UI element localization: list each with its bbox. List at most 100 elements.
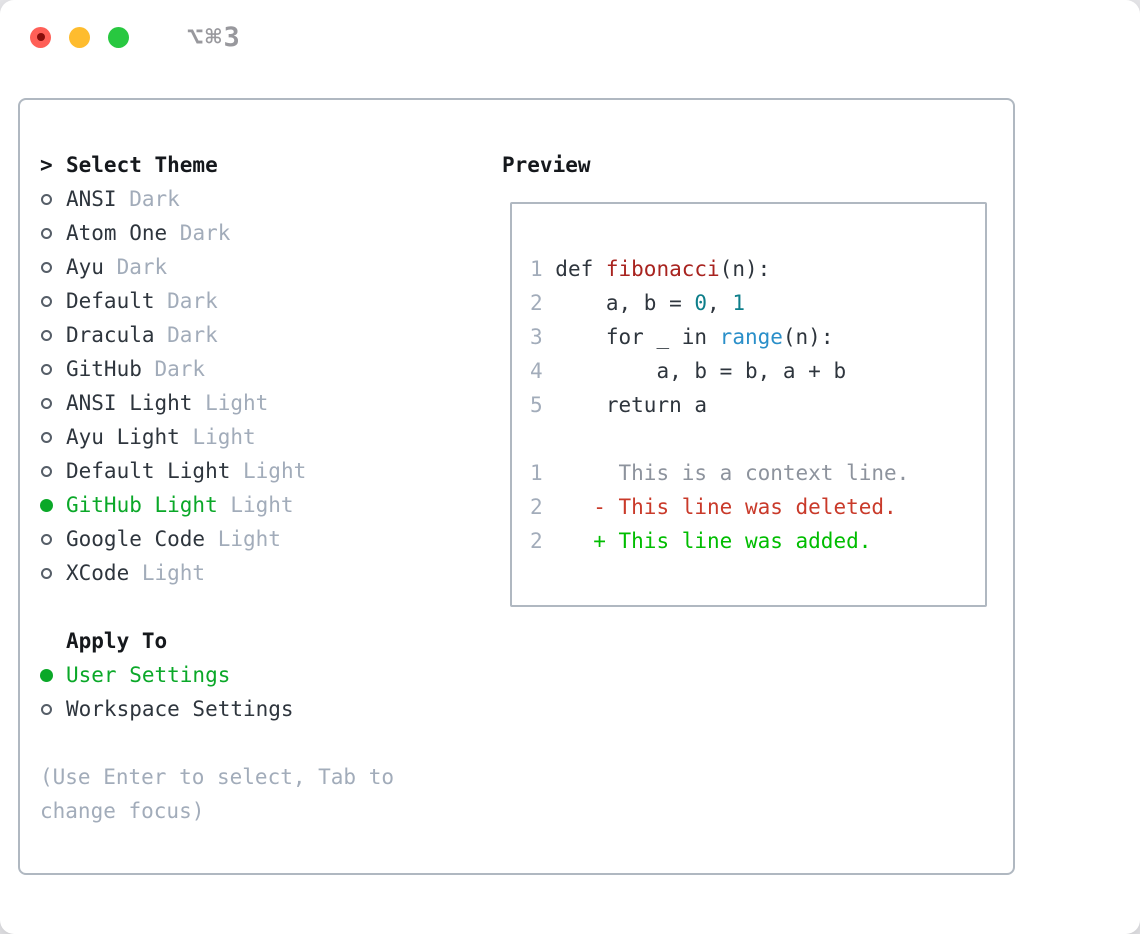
option-name: GitHub Light (66, 493, 218, 517)
option-variant: Dark (103, 255, 168, 279)
option-name: ANSI (66, 187, 117, 211)
code-token (543, 529, 594, 553)
traffic-lights (30, 26, 147, 48)
radio-icon (40, 465, 66, 477)
option-variant: Light (192, 391, 269, 415)
code-line: 2 + This line was added. (530, 524, 975, 558)
apply-option[interactable]: User Settings (40, 658, 502, 692)
radio-circle (41, 193, 52, 205)
code-token: This is a context line. (542, 461, 910, 485)
option-label: GitHub Dark (66, 357, 205, 381)
radio-icon (40, 397, 66, 409)
radio-circle (41, 431, 52, 443)
theme-option[interactable]: Atom One Dark (40, 216, 502, 250)
radio-icon (40, 295, 66, 307)
theme-option[interactable]: GitHub Light Light (40, 488, 502, 522)
select-theme-title: Select Theme (66, 153, 218, 177)
option-variant: Light (129, 561, 206, 585)
option-label: Workspace Settings (66, 697, 294, 721)
code-line: 5 return a (530, 388, 975, 422)
line-number: 1 (530, 257, 543, 281)
code-token: range (719, 325, 783, 349)
code-token: 1 (732, 291, 745, 315)
option-label: User Settings (66, 663, 230, 687)
theme-option[interactable]: Google Code Light (40, 522, 502, 556)
titlebar: ⌥⌘3 (0, 0, 1140, 74)
option-label: XCode Light (66, 561, 205, 585)
preview-column: Preview 1 def fibonacci(n): 2 a, b = 0, 1… (502, 148, 995, 873)
minimize-button[interactable] (69, 26, 90, 48)
spacer (40, 590, 502, 624)
option-name: Dracula (66, 323, 155, 347)
theme-option[interactable]: Ayu Dark (40, 250, 502, 284)
radio-circle (41, 295, 52, 307)
option-label: Dracula Dark (66, 323, 218, 347)
code-token: a, b = b, a + b (542, 359, 847, 383)
code-token: , (707, 291, 733, 315)
option-label: Ayu Light Light (66, 425, 256, 449)
line-number: 5 (530, 393, 543, 417)
option-variant: Light (230, 459, 307, 483)
theme-option[interactable]: ANSI Dark (40, 182, 502, 216)
option-name: Atom One (66, 221, 168, 245)
code-token: (n): (719, 257, 771, 281)
radio-icon (40, 567, 66, 579)
option-name: Default (66, 289, 155, 313)
radio-icon (40, 431, 66, 443)
line-number: 2 (530, 495, 543, 519)
option-name: Workspace Settings (66, 697, 294, 721)
code-token: 0 (694, 291, 708, 315)
code-token: a, b = (542, 291, 695, 315)
option-label: Default Light Light (66, 459, 306, 483)
theme-option[interactable]: Ayu Light Light (40, 420, 502, 454)
code-token: - This line was deleted. (593, 495, 897, 519)
option-variant: Light (205, 527, 281, 551)
radio-icon (40, 227, 66, 239)
radio-circle (41, 227, 52, 239)
code-line: 1 def fibonacci(n): (530, 252, 975, 286)
option-variant: Dark (116, 187, 180, 211)
theme-option[interactable]: Default Dark (40, 284, 502, 318)
apply-to-header: Apply To (40, 624, 502, 658)
option-label: Atom One Dark (66, 221, 230, 245)
radio-icon (40, 261, 66, 273)
zoom-button[interactable] (108, 26, 129, 48)
code-token: def (542, 257, 606, 281)
theme-option[interactable]: XCode Light (40, 556, 502, 590)
option-variant: Dark (154, 289, 218, 313)
code-line: 2 - This line was deleted. (530, 490, 975, 524)
close-button[interactable] (30, 26, 51, 48)
option-name: XCode (66, 561, 130, 585)
spacer (40, 726, 502, 760)
theme-option[interactable]: ANSI Light Light (40, 386, 502, 420)
line-number: 2 (530, 529, 543, 553)
preview-title: Preview (502, 153, 591, 177)
prompt-marker: > (40, 153, 66, 177)
line-number: 4 (530, 359, 543, 383)
apply-option[interactable]: Workspace Settings (40, 692, 502, 726)
code-line: 4 a, b = b, a + b (530, 354, 975, 388)
code-line (530, 422, 975, 456)
radio-icon (40, 363, 66, 375)
option-label: ANSI Light Light (66, 391, 268, 415)
code-token: (n): (782, 325, 834, 349)
option-label: Default Dark (66, 289, 218, 313)
theme-option[interactable]: Default Light Light (40, 454, 502, 488)
theme-option[interactable]: GitHub Dark (40, 352, 502, 386)
radio-circle (41, 397, 52, 409)
theme-option[interactable]: Dracula Dark (40, 318, 502, 352)
option-variant: Dark (154, 323, 218, 347)
radio-circle (41, 533, 52, 545)
radio-selected-icon (40, 668, 66, 682)
option-label: ANSI Dark (66, 187, 180, 211)
option-name: Ayu Light (66, 425, 180, 449)
code-token: return a (542, 393, 708, 417)
select-theme-header: > Select Theme (40, 148, 502, 182)
line-number: 1 (530, 461, 543, 485)
